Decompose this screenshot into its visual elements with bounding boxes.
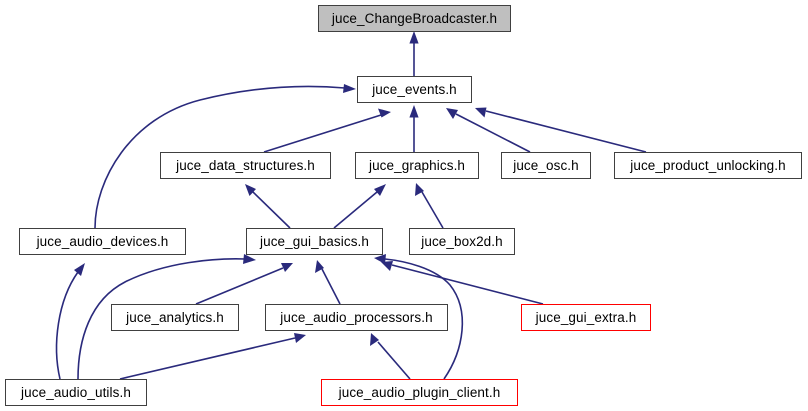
edge-gui-extra-to-gui-basics bbox=[391, 264, 544, 305]
edge-data-structures-to-events bbox=[263, 114, 382, 153]
node-label: juce_data_structures.h bbox=[176, 157, 315, 173]
edge-gui-basics-to-data-structures bbox=[252, 191, 291, 229]
edge-audio-utils-to-gui-basics bbox=[77, 258, 246, 380]
node-label: juce_product_unlocking.h bbox=[630, 157, 786, 173]
node-label: juce_audio_devices.h bbox=[36, 233, 169, 249]
node-juce-events[interactable]: juce_events.h bbox=[357, 76, 472, 103]
edge-audio-utils-to-audio-devices bbox=[55, 271, 79, 380]
arrowhead-audio-processors-to-gui-basics bbox=[315, 260, 324, 273]
edges bbox=[55, 31, 647, 380]
arrowhead-gui-basics-to-data-structures bbox=[245, 184, 256, 196]
node-juce-product-unlocking[interactable]: juce_product_unlocking.h bbox=[614, 152, 802, 179]
node-label: juce_events.h bbox=[372, 81, 457, 97]
arrowhead-osc-to-events bbox=[446, 108, 458, 119]
edge-audio-utils-to-audio-processors bbox=[119, 337, 296, 380]
node-juce-audio-devices[interactable]: juce_audio_devices.h bbox=[19, 228, 186, 255]
node-label: juce_audio_utils.h bbox=[21, 384, 131, 400]
arrowhead-product-unlocking-to-events bbox=[475, 107, 487, 118]
node-label: juce_analytics.h bbox=[126, 309, 224, 325]
arrowhead-audio-utils-to-audio-processors bbox=[294, 333, 306, 343]
node-label: juce_audio_processors.h bbox=[280, 309, 433, 325]
edge-audio-plugin-client-to-gui-basics bbox=[384, 258, 464, 380]
arrowhead-graphics-to-events bbox=[409, 105, 419, 118]
node-juce-audio-plugin-client[interactable]: juce_audio_plugin_client.h bbox=[321, 379, 518, 406]
node-label: juce_ChangeBroadcaster.h bbox=[331, 10, 498, 26]
arrowhead-audio-plugin-client-to-audio-processors bbox=[370, 333, 379, 346]
arrowhead-data-structures-to-events bbox=[378, 108, 391, 118]
node-juce-gui-basics[interactable]: juce_gui_basics.h bbox=[246, 228, 383, 255]
node-label: juce_osc.h bbox=[513, 157, 579, 173]
arrowhead-box2d-to-graphics bbox=[415, 183, 424, 196]
arrowhead-events-to-change-broadcaster bbox=[409, 31, 419, 44]
node-juce-graphics[interactable]: juce_graphics.h bbox=[355, 152, 479, 179]
arrowhead-audio-utils-to-gui-basics bbox=[243, 254, 256, 264]
node-juce-audio-processors[interactable]: juce_audio_processors.h bbox=[265, 304, 448, 331]
node-juce-audio-utils[interactable]: juce_audio_utils.h bbox=[5, 379, 147, 406]
edge-product-unlocking-to-events bbox=[485, 110, 647, 153]
node-juce-data-structures[interactable]: juce_data_structures.h bbox=[160, 152, 331, 179]
node-juce-gui-extra[interactable]: juce_gui_extra.h bbox=[521, 304, 651, 331]
arrowhead-gui-extra-to-gui-basics bbox=[381, 261, 393, 271]
edge-audio-processors-to-gui-basics bbox=[321, 268, 341, 305]
edge-audio-plugin-client-to-audio-processors bbox=[377, 341, 411, 380]
node-juce-box2d[interactable]: juce_box2d.h bbox=[409, 228, 515, 255]
arrowhead-audio-utils-to-audio-devices bbox=[74, 263, 85, 276]
arrowhead-audio-devices-to-events bbox=[343, 84, 356, 93]
node-juce-analytics[interactable]: juce_analytics.h bbox=[111, 304, 239, 331]
arrowhead-analytics-to-gui-basics bbox=[281, 263, 293, 272]
arrowhead-audio-plugin-client-to-gui-basics bbox=[374, 254, 386, 264]
node-label: juce_box2d.h bbox=[421, 233, 503, 249]
node-label: juce_graphics.h bbox=[368, 157, 466, 173]
edge-analytics-to-gui-basics bbox=[195, 267, 284, 305]
node-label: juce_gui_extra.h bbox=[535, 309, 637, 325]
edge-gui-basics-to-graphics bbox=[333, 191, 378, 229]
node-label: juce_audio_plugin_client.h bbox=[338, 384, 501, 400]
node-label: juce_gui_basics.h bbox=[259, 233, 370, 249]
edge-box2d-to-graphics bbox=[421, 191, 444, 229]
node-juce-change-broadcaster[interactable]: juce_ChangeBroadcaster.h bbox=[318, 5, 511, 32]
edge-osc-to-events bbox=[455, 113, 531, 153]
edge-audio-devices-to-events bbox=[94, 85, 346, 229]
arrowhead-gui-basics-to-graphics bbox=[374, 184, 386, 196]
node-juce-osc[interactable]: juce_osc.h bbox=[501, 152, 591, 179]
